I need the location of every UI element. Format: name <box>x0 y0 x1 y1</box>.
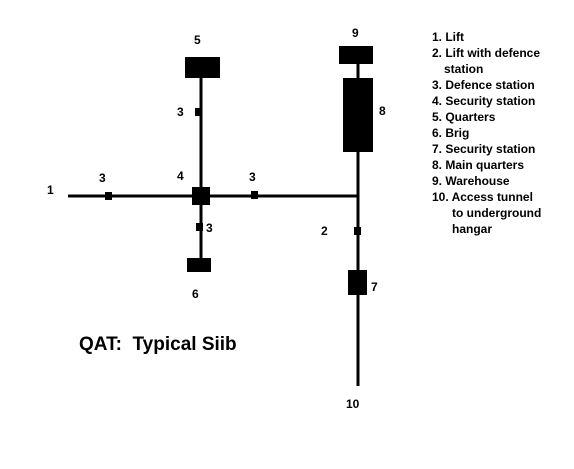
label-3-right: 3 <box>249 170 256 184</box>
warehouse-block <box>339 46 373 64</box>
legend-item-access-tunnel-cont1: to underground <box>452 206 542 220</box>
label-4: 4 <box>177 169 184 183</box>
label-3-left: 3 <box>99 171 106 185</box>
label-1: 1 <box>47 183 54 197</box>
label-3-top: 3 <box>177 105 184 119</box>
legend-item-lift: 1. Lift <box>432 30 464 44</box>
quarters-block <box>185 57 220 78</box>
brig-block <box>187 258 211 272</box>
label-10: 10 <box>346 397 360 411</box>
security-station-right-block <box>348 270 367 295</box>
legend-item-lift-defence-cont: station <box>444 62 484 76</box>
label-8: 8 <box>379 104 386 118</box>
legend-item-security-station: 4. Security station <box>432 94 536 108</box>
label-5: 5 <box>194 33 201 47</box>
legend-item-security-station-2: 7. Security station <box>432 142 536 156</box>
legend-item-warehouse: 9. Warehouse <box>432 174 510 188</box>
label-2: 2 <box>321 224 328 238</box>
legend-item-lift-defence: 2. Lift with defence <box>432 46 541 60</box>
defence-station-left <box>105 192 112 200</box>
label-7: 7 <box>371 280 378 294</box>
lift-defence-station-block <box>354 227 361 235</box>
label-3-bottom: 3 <box>206 221 213 235</box>
diagram-title: QAT: Typical Siib <box>79 334 237 355</box>
legend: 1. Lift 2. Lift with defence station 3. … <box>432 29 541 237</box>
security-station-block <box>192 187 210 205</box>
label-6: 6 <box>192 287 199 301</box>
legend-item-quarters: 5. Quarters <box>432 110 496 124</box>
legend-item-defence-station: 3. Defence station <box>432 78 535 92</box>
defence-station-bottom <box>196 223 203 231</box>
legend-item-brig: 6. Brig <box>432 126 470 140</box>
defence-station-right <box>251 191 258 199</box>
legend-item-access-tunnel: 10. Access tunnel <box>432 190 533 204</box>
legend-item-main-quarters: 8. Main quarters <box>432 158 525 172</box>
label-9: 9 <box>352 26 359 40</box>
defence-station-top <box>195 108 202 116</box>
main-quarters-block <box>343 78 373 152</box>
legend-item-access-tunnel-cont2: hangar <box>452 222 493 236</box>
